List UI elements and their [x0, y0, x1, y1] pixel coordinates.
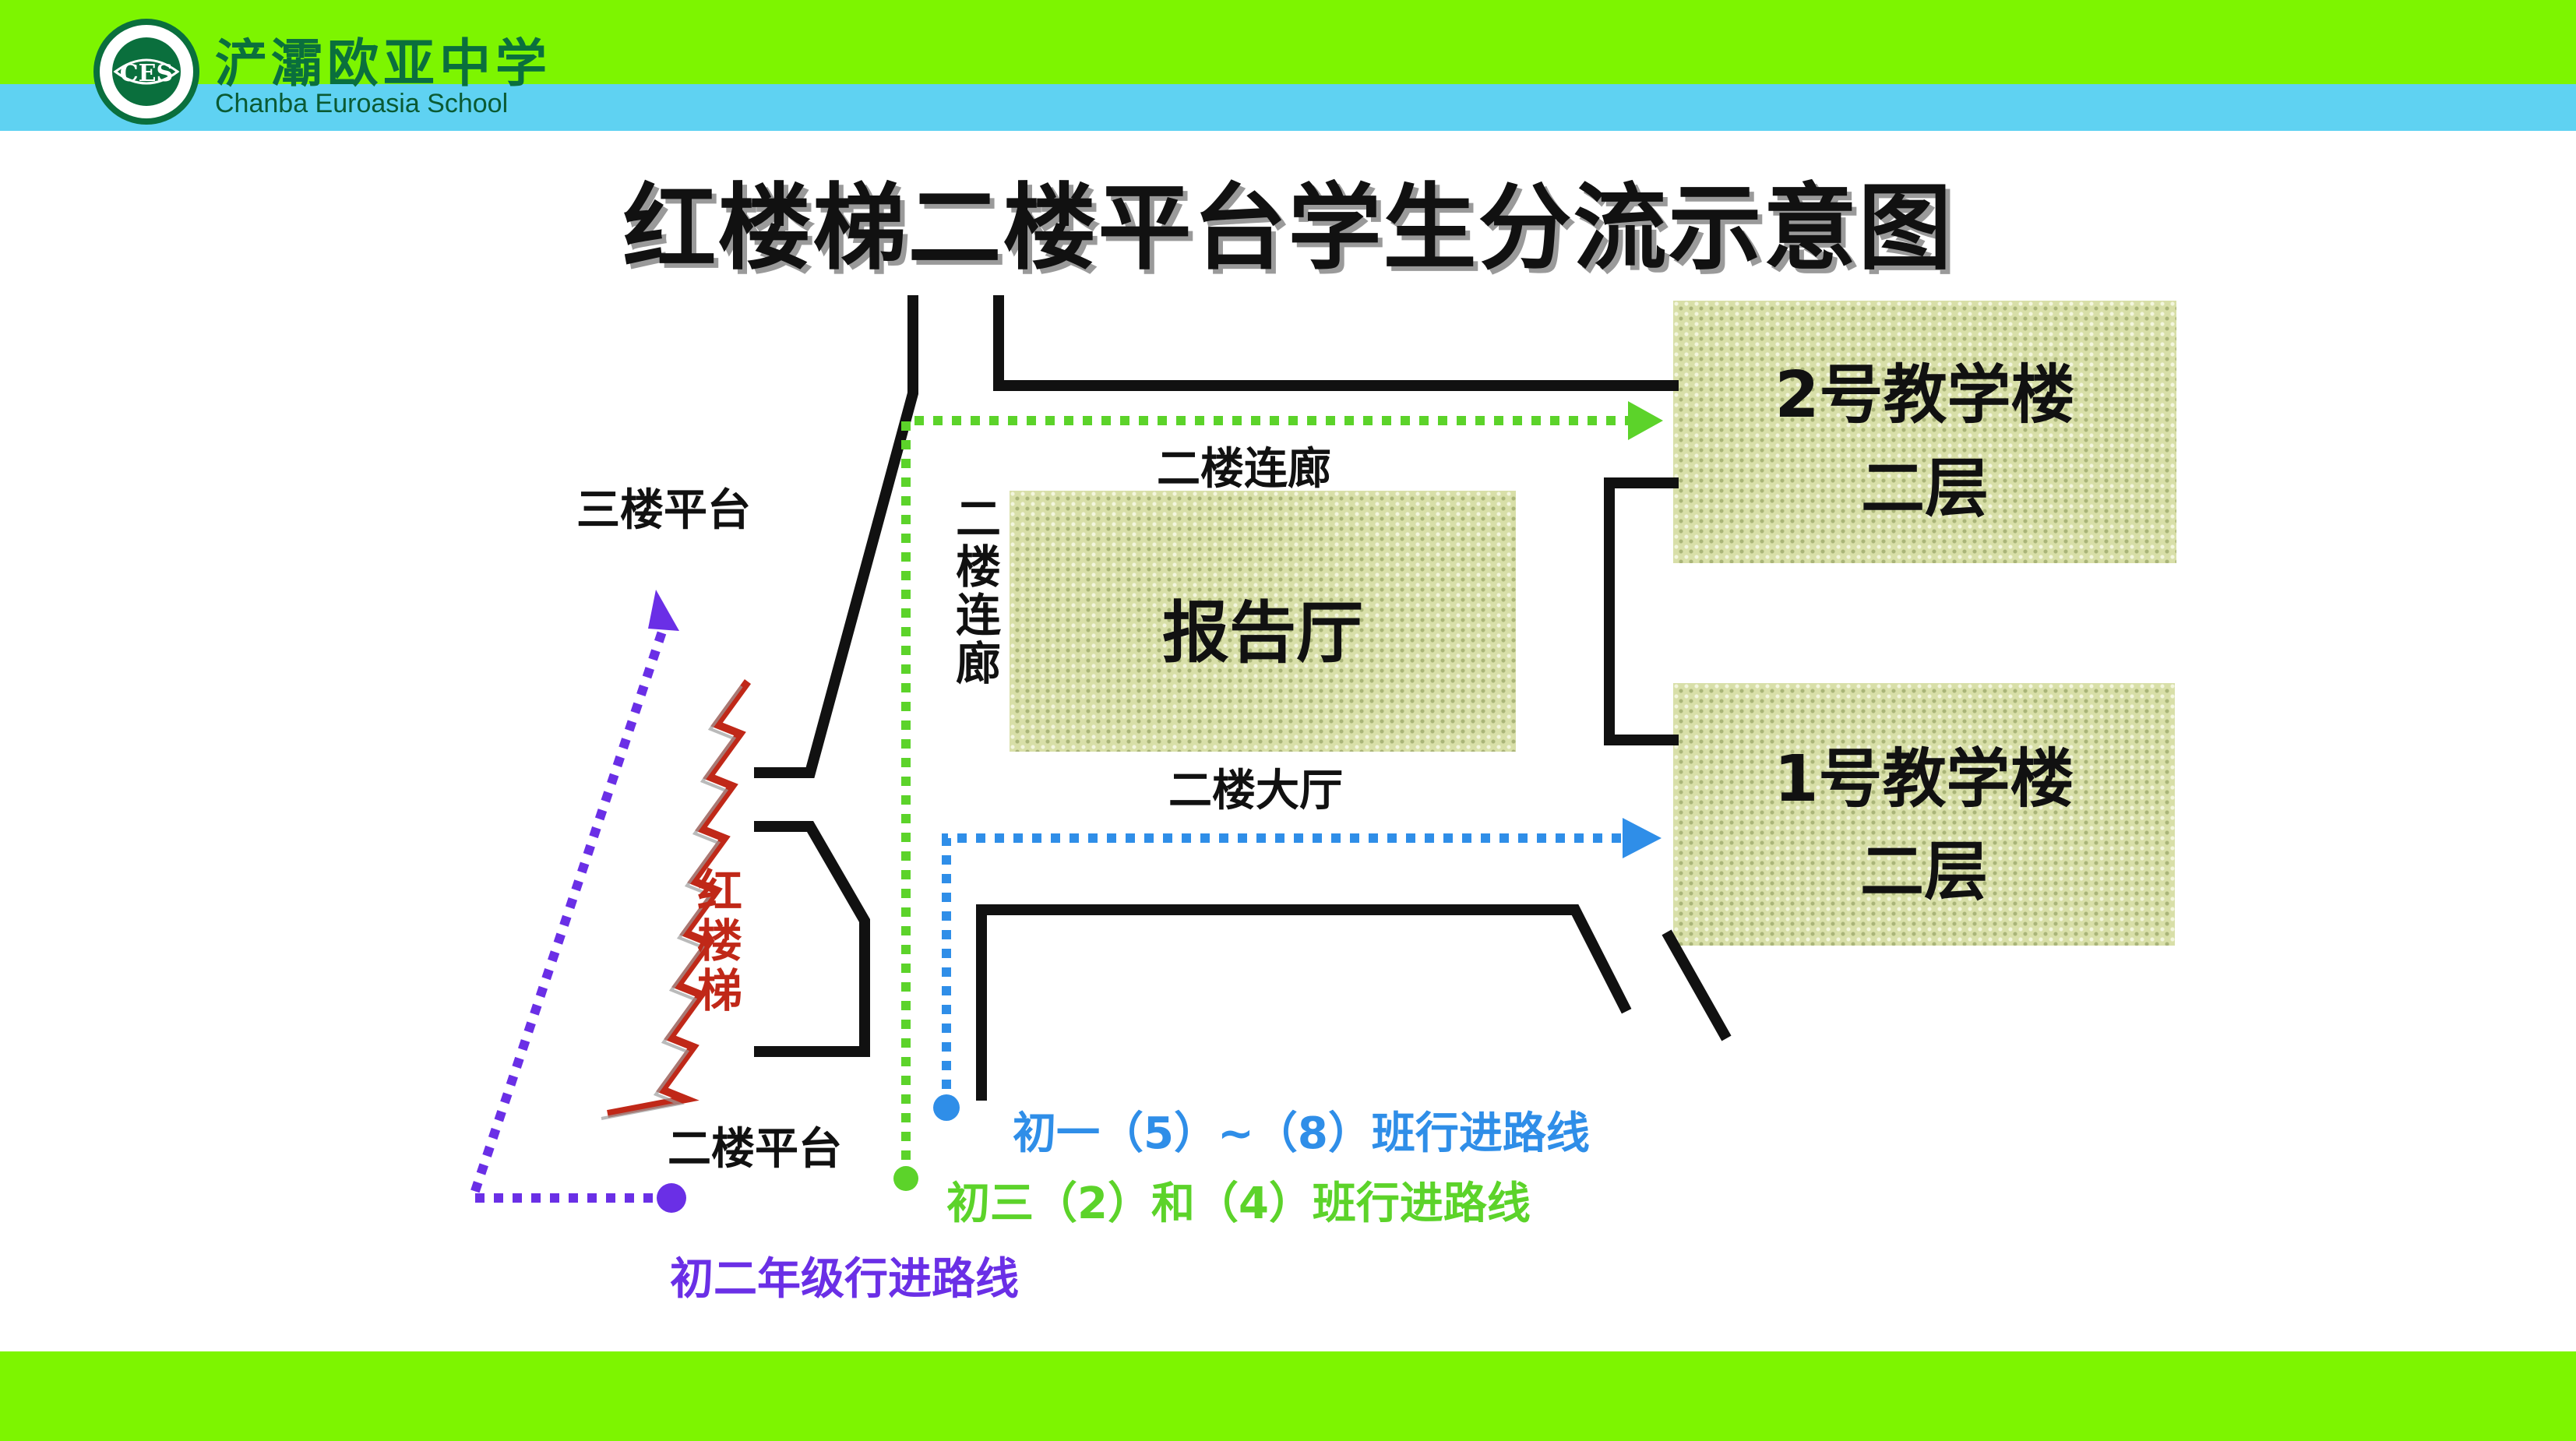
- purple-arrow-icon: [648, 590, 679, 631]
- footer-band-green: [0, 1351, 2576, 1441]
- second-floor-platform-label: 二楼平台: [668, 1124, 842, 1175]
- red-stair-label: 红楼梯: [696, 865, 742, 1017]
- wall-right-bracket: [1604, 477, 1679, 745]
- green-route-label: 初三（2）和（4）班行进路线: [946, 1179, 1531, 1229]
- corridor-top-label: 二楼连廊: [1157, 444, 1331, 495]
- blue-route-label: 初一（5）~（8）班行进路线: [1013, 1108, 1590, 1159]
- walls: [754, 295, 1732, 1101]
- purple-start-dot: [657, 1183, 686, 1213]
- blue-start-dot: [933, 1094, 960, 1121]
- wall-right-stub: [1662, 929, 1732, 1041]
- building-2-block: [1673, 301, 2176, 563]
- lecture-hall-block: [1010, 491, 1516, 752]
- third-floor-platform-label: 三楼平台: [576, 485, 751, 536]
- diagram-title: 红楼梯二楼平台学生分流示意图: [622, 174, 1954, 283]
- building-1-floor: 二层: [1859, 835, 1988, 909]
- header-band-green: [0, 0, 2576, 84]
- lobby-label: 二楼大厅: [1168, 766, 1343, 816]
- building-1-block: [1673, 683, 2175, 946]
- wall-top-corridor: [993, 295, 1679, 391]
- school-logo: CES: [92, 17, 217, 126]
- building-1-name: 1号教学楼: [1774, 742, 2074, 816]
- lecture-hall-name: 报告厅: [1162, 594, 1363, 672]
- blue-route: [933, 818, 1662, 1121]
- wall-lobby-bottom: [976, 904, 1632, 1101]
- red-stair-icon: [607, 679, 752, 1118]
- green-route: [893, 401, 1663, 1191]
- purple-route-label: 初二年级行进路线: [670, 1254, 1019, 1305]
- wall-left-lower: [754, 821, 870, 1057]
- blue-arrow-icon: [1623, 818, 1662, 858]
- wall-left-upper: [754, 295, 918, 778]
- green-start-dot: [893, 1166, 918, 1191]
- school-name-en: Chanba Euroasia School: [215, 89, 509, 118]
- corridor-vertical-label: 二楼连廊: [955, 492, 1001, 690]
- building-2-floor: 二层: [1860, 452, 1989, 526]
- logo-text: CES: [120, 60, 173, 87]
- green-arrow-icon: [1628, 401, 1663, 440]
- header-band-blue: [0, 84, 2576, 131]
- school-name-cn: 浐灞欧亚中学: [215, 33, 551, 93]
- purple-route: [466, 590, 686, 1213]
- building-2-name: 2号教学楼: [1774, 358, 2075, 432]
